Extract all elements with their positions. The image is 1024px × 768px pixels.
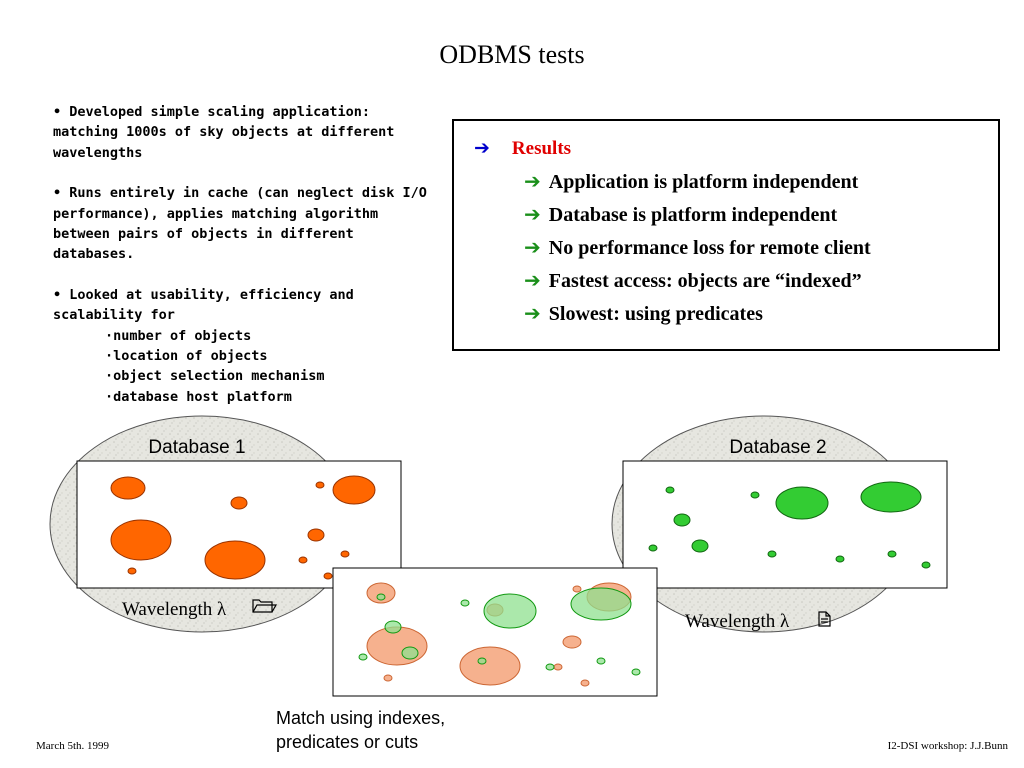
sub-bullet-item: ·number of objects	[105, 327, 252, 344]
bullet-item: • Developed simple scaling application: …	[53, 104, 395, 161]
sub-bullet-item: ·location of objects	[105, 348, 268, 365]
database-1-label: Database 1	[148, 437, 245, 458]
database-2-objects	[648, 481, 931, 569]
results-heading: ➔Results	[474, 137, 572, 159]
bullet-list: • Developed simple scaling application: …	[53, 102, 433, 407]
arrow-right-icon: ➔	[524, 169, 541, 193]
footer-date: March 5th. 1999	[36, 740, 110, 752]
result-item: ➔Application is platform independent	[524, 169, 859, 193]
document-icon	[818, 611, 831, 627]
wavelength-1-label: Wavelength λ	[122, 599, 227, 620]
bullet-item: • Looked at usability, efficiency and sc…	[53, 286, 354, 324]
result-item: ➔Database is platform independent	[524, 202, 838, 226]
footer-credit: I2-DSI workshop: J.J.Bunn	[887, 740, 1008, 752]
arrow-right-icon: ➔	[474, 137, 490, 159]
arrow-right-icon: ➔	[524, 202, 541, 226]
result-item: ➔Slowest: using predicates	[524, 301, 763, 325]
wavelength-2-label: Wavelength λ	[685, 611, 790, 632]
sub-bullet-item: ·object selection mechanism	[105, 368, 325, 385]
match-green-objects	[358, 587, 641, 676]
match-caption: Match using indexes, predicates or cuts	[276, 708, 446, 752]
result-item: ➔Fastest access: objects are “indexed”	[524, 268, 862, 292]
database-1-objects	[110, 475, 376, 580]
database-2-panel	[622, 460, 948, 589]
result-item: ➔No performance loss for remote client	[524, 235, 871, 259]
bullet-item: • Runs entirely in cache (can neglect di…	[53, 185, 427, 263]
arrow-right-icon: ➔	[524, 301, 541, 325]
results-box: ➔Results ➔Application is platform indepe…	[452, 119, 1000, 351]
database-2-label: Database 2	[729, 437, 826, 458]
slide-title: ODBMS tests	[439, 40, 585, 69]
sub-bullet-item: ·database host platform	[105, 388, 292, 405]
arrow-right-icon: ➔	[524, 235, 541, 259]
arrow-right-icon: ➔	[524, 268, 541, 292]
folder-icon	[252, 599, 278, 613]
